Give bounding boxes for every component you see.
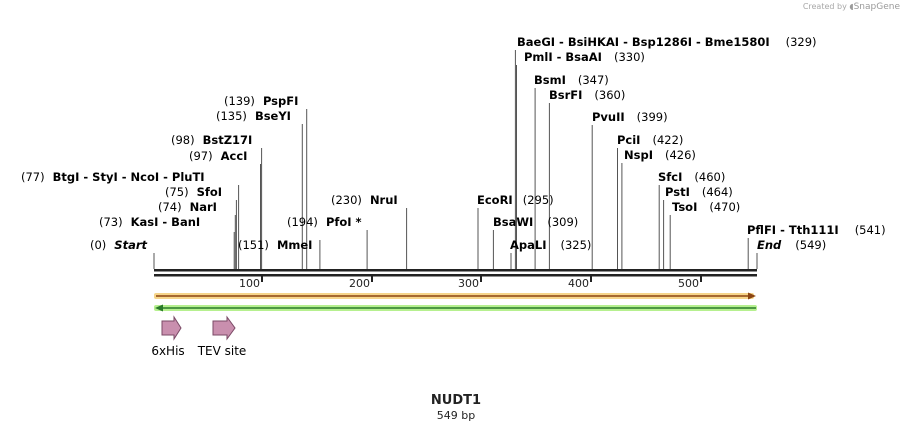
site-label-nari[interactable]: (74)NarI: [158, 200, 217, 214]
site-label-acci[interactable]: (97)AccI: [189, 149, 247, 163]
site-label-pcii[interactable]: PciI(422): [617, 133, 683, 147]
sequence-backbone: [154, 269, 757, 277]
site-label-bstz17i[interactable]: (98)BstZ17I: [171, 133, 252, 147]
axis-tick-label-500: 500: [678, 277, 699, 290]
site-label-mmei[interactable]: (151)MmeI: [238, 238, 312, 252]
site-label-end[interactable]: End(549): [757, 238, 826, 252]
site-label-bseyi[interactable]: (135)BseYI: [216, 109, 291, 123]
axis-tick-label-300: 300: [458, 277, 479, 290]
site-label-btgi-styi-ncoi-pluti[interactable]: (77)BtgI - StyI - NcoI - PluTI: [21, 170, 205, 184]
site-label-pflfi-tth111i[interactable]: PflFI - Tth111I(541): [747, 223, 886, 237]
site-label-apali[interactable]: ApaLI(325): [510, 238, 591, 252]
site-label-kasi-bani[interactable]: (73)KasI - BanI: [99, 215, 200, 229]
site-label-sfoi[interactable]: (75)SfoI: [165, 185, 222, 199]
forward-orf-arrow[interactable]: [154, 292, 756, 300]
snapgene-logo-icon: ◖: [849, 2, 854, 11]
site-label-sfci[interactable]: SfcI(460): [658, 170, 725, 184]
credit-prefix: Created by: [802, 2, 847, 11]
site-label-pmli-bsaai[interactable]: PmlI - BsaAI(330): [524, 50, 645, 64]
site-label-baegi-group[interactable]: BaeGI - BsiHKAI - Bsp1286I - Bme1580I(32…: [517, 35, 817, 49]
feature-6xhis-label: 6xHis: [151, 344, 184, 358]
feature-6xhis[interactable]: 6xHis: [151, 315, 185, 358]
site-label-bsawi[interactable]: BsaWI(309): [493, 215, 578, 229]
credit-brand: SnapGene: [853, 2, 900, 12]
axis-tick-label-400: 400: [568, 277, 589, 290]
feature-tev-site[interactable]: TEV site: [197, 315, 247, 358]
feature-6xhis-arrow: [161, 315, 182, 341]
site-label-start[interactable]: (0)Start: [90, 238, 148, 252]
site-label-tsoi[interactable]: TsoI(470): [672, 200, 740, 214]
site-labels: (0)Start (73)KasI - BanI (74)NarI (75)Sf…: [21, 35, 886, 252]
map-title: NUDT1: [430, 393, 482, 408]
site-label-psti[interactable]: PstI(464): [665, 185, 733, 199]
site-label-nspi[interactable]: NspI(426): [624, 148, 696, 162]
site-label-pspfi[interactable]: (139)PspFI: [224, 94, 298, 108]
site-label-bsrfi[interactable]: BsrFI(360): [549, 88, 625, 102]
axis-tick-label-200: 200: [349, 277, 370, 290]
axis-tick-label-100: 100: [239, 277, 260, 290]
backbone-bottom-strand: [154, 274, 757, 277]
snapgene-credit: Created by ◖SnapGene: [803, 2, 900, 12]
backbone-top-strand: [154, 269, 757, 272]
site-label-ecori[interactable]: EcoRI(295): [477, 193, 554, 207]
site-label-pfoi[interactable]: (194)PfoI *: [287, 215, 362, 229]
feature-tev-site-label: TEV site: [197, 344, 247, 358]
site-lines: [153, 50, 758, 269]
map-length: 549 bp: [436, 409, 476, 422]
site-label-pvuii[interactable]: PvuII(399): [592, 110, 668, 124]
feature-tev-site-arrow: [212, 315, 236, 341]
reverse-orf-arrow[interactable]: [154, 304, 757, 312]
site-label-bsmi[interactable]: BsmI(347): [534, 73, 609, 87]
site-label-nrui[interactable]: (230)NruI: [331, 193, 398, 207]
axis-ticks: 100 200 300 400 500: [239, 276, 702, 290]
